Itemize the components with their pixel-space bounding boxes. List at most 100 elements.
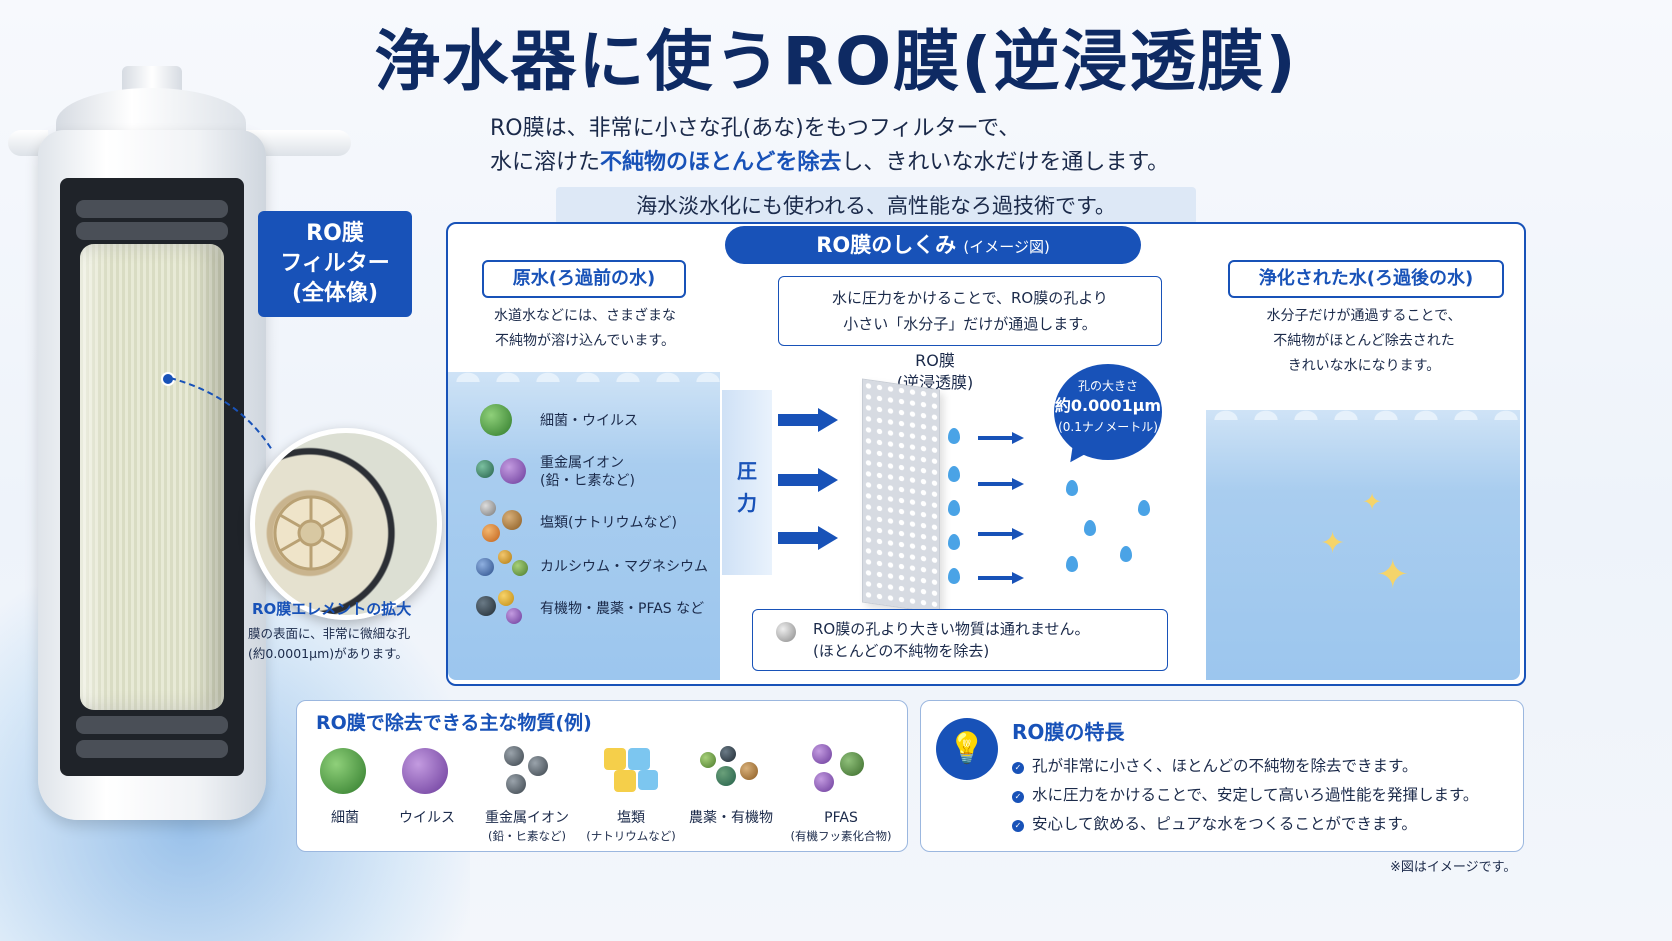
water-molecule-icon (1084, 520, 1096, 536)
impurity-organic-pfas: 有機物・農薬・PFAS など (476, 590, 716, 630)
pressure-zone (722, 390, 772, 575)
removal-item-sub: (鉛・ヒ素など) (488, 829, 566, 843)
bacteria-icon (480, 404, 512, 436)
removal-title: RO膜で除去できる主な物質(例) (316, 712, 592, 734)
zoom-desc-line-2: (約0.0001μm)があります。 (248, 646, 408, 661)
pesticide-icon (676, 742, 786, 804)
impurity-label: カルシウム・マグネシウム (540, 559, 708, 575)
feature-item: ✓水に圧力をかけることで、安定して高いろ過性能を発揮します。 (1012, 781, 1512, 810)
element-ring-top (76, 200, 228, 218)
element-ring-top-2 (76, 222, 228, 240)
impurity-calcium-magnesium: カルシウム・マグネシウム (476, 548, 716, 588)
intro-line-2-post: し、きれいな水だけを通します。 (841, 150, 1170, 175)
feature-text: 安心して飲める、ピュアな水をつくることができます。 (1032, 815, 1417, 833)
water-molecule-icon (1066, 556, 1078, 572)
water-molecule-icon (948, 428, 960, 444)
ion-icon (502, 510, 522, 530)
filter-badge: RO膜 フィルター (全体像) (258, 211, 412, 317)
ion-icon (480, 500, 496, 516)
impurity-label: 細菌・ウイルス (540, 413, 638, 429)
removal-item-sub: (有機フッ素化合物) (790, 829, 892, 843)
flow-arrow-icon (978, 478, 1024, 490)
filter-badge-line-3: (全体像) (291, 281, 379, 306)
sparkle-icon: ✦ (1376, 552, 1410, 598)
raw-desc-line-2: 不純物が溶け込んでいます。 (495, 333, 675, 349)
blocked-note: RO膜の孔より大きい物質は通れません。 (ほとんどの不純物を除去) (752, 609, 1168, 671)
pore-sub: (0.1ナノメートル) (1058, 420, 1158, 434)
pfas-icon (786, 742, 896, 804)
intro-text: RO膜は、非常に小さな孔(あな)をもつフィルターで、 水に溶けた不純物のほとんど… (490, 112, 1390, 180)
pore-size-callout: 孔の大きさ 約0.0001μm (0.1ナノメートル) (1054, 364, 1162, 460)
membrane-sheet (862, 378, 940, 614)
impurity-label: 塩類(ナトリウムなど) (540, 515, 677, 531)
clean-desc-line-1: 水分子だけが通過することで、 (1266, 308, 1462, 324)
raw-water-wave (448, 366, 720, 382)
filter-badge-line-1: RO膜 (306, 221, 364, 246)
mechanism-note: 水に圧力をかけることで、RO膜の孔より 小さい「水分子」だけが通過します。 (778, 276, 1162, 346)
blocked-note-line-2: (ほとんどの不純物を除去) (813, 642, 990, 660)
water-molecule-icon (1120, 546, 1132, 562)
element-ring-bottom-2 (76, 740, 228, 758)
impurity-label: 重金属イオン(鉛・ヒ素など) (540, 454, 740, 490)
sparkle-icon: ✦ (1320, 526, 1346, 561)
pore-label: 孔の大きさ (1077, 379, 1138, 393)
removal-item-bacteria: 細菌 (290, 742, 400, 828)
removal-item-label: 重金属イオン (485, 810, 569, 826)
page-title: 浄水器に使うRO膜(逆浸透膜) (374, 23, 1298, 100)
virus-icon (476, 460, 494, 478)
clean-water-wave (1206, 404, 1520, 420)
ion-icon (482, 524, 500, 542)
impurity-label-sub: (鉛・ヒ素など) (540, 473, 635, 489)
mechanism-note-line-1: 水に圧力をかけることで、RO膜の孔より (832, 289, 1108, 307)
removal-box (296, 700, 908, 852)
clean-water-desc: 水分子だけが通過することで、 不純物がほとんど除去された きれいな水になります。 (1226, 304, 1502, 379)
raw-water-label: 原水(ろ過前の水) (482, 260, 686, 298)
impurity-heavy-metal: 重金属イオン(鉛・ヒ素など) (476, 452, 716, 492)
sparkle-icon: ✦ (1362, 488, 1383, 516)
mechanism-heading-sub: (イメージ図) (963, 238, 1050, 256)
pore-value: 約0.0001μm (1054, 396, 1162, 417)
removal-item-label: 農薬・有機物 (689, 810, 773, 826)
removal-item-sub: (ナトリウムなど) (586, 829, 676, 843)
mechanism-heading: RO膜のしくみ (イメージ図) (725, 226, 1141, 264)
clean-water-label: 浄化された水(ろ過後の水) (1228, 260, 1504, 298)
mineral-icon (512, 560, 528, 576)
water-molecule-icon (948, 466, 960, 482)
element-ring-bottom (76, 716, 228, 734)
features-list: ✓孔が非常に小さく、ほとんどの不純物を除去できます。 ✓水に圧力をかけることで、… (1012, 752, 1512, 839)
pfas-icon (498, 590, 514, 606)
pressure-label: 圧力 (737, 459, 757, 515)
water-molecule-icon (1066, 480, 1078, 496)
zoom-desc: 膜の表面に、非常に微細な孔 (約0.0001μm)があります。 (248, 624, 468, 664)
mechanism-note-line-2: 小さい「水分子」だけが通過します。 (843, 315, 1097, 333)
pressure-arrow-icon (778, 468, 838, 492)
flow-arrow-icon (978, 432, 1024, 444)
mechanism-heading-text: RO膜のしくみ (816, 233, 957, 257)
check-icon: ✓ (1012, 820, 1024, 832)
removal-item-label: ウイルス (399, 810, 455, 826)
pressure-arrow-icon (778, 526, 838, 550)
impurity-label: 有機物・農薬・PFAS など (540, 601, 705, 617)
clean-water (1206, 404, 1520, 680)
zoom-pointer-line (169, 377, 273, 451)
organic-icon (476, 596, 496, 616)
flow-arrow-icon (978, 528, 1024, 540)
zoom-title: RO膜エレメントの拡大 (252, 600, 412, 618)
element-end-cap-icon (273, 495, 349, 571)
large-particle-icon (776, 622, 796, 642)
pressure-arrow-icon (778, 408, 838, 432)
removal-item-salts: 塩類 (ナトリウムなど) (576, 742, 686, 844)
features-title: RO膜の特長 (1012, 720, 1125, 744)
virus-icon (500, 458, 526, 484)
removal-item-label: 塩類 (617, 810, 645, 826)
heavy-metal-icon (472, 742, 582, 804)
intro-line-1: RO膜は、非常に小さな孔(あな)をもつフィルターで、 (490, 116, 1021, 141)
water-molecule-icon (948, 500, 960, 516)
water-molecule-icon (1138, 500, 1150, 516)
water-molecule-icon (948, 534, 960, 550)
water-molecule-icon (948, 568, 960, 584)
feature-item: ✓ 安心して飲める、ピュアな水をつくることができます。 (1012, 810, 1512, 839)
intro-line-2-pre: 水に溶けた (490, 150, 601, 175)
removal-item-virus: ウイルス (372, 742, 482, 828)
ro-membrane-element (80, 244, 224, 710)
